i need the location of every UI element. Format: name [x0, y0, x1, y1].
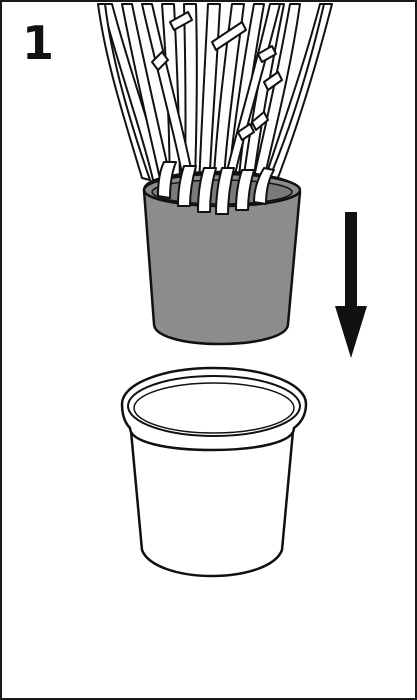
outer-pot: [122, 368, 306, 576]
arrow-down-icon: [335, 212, 367, 358]
